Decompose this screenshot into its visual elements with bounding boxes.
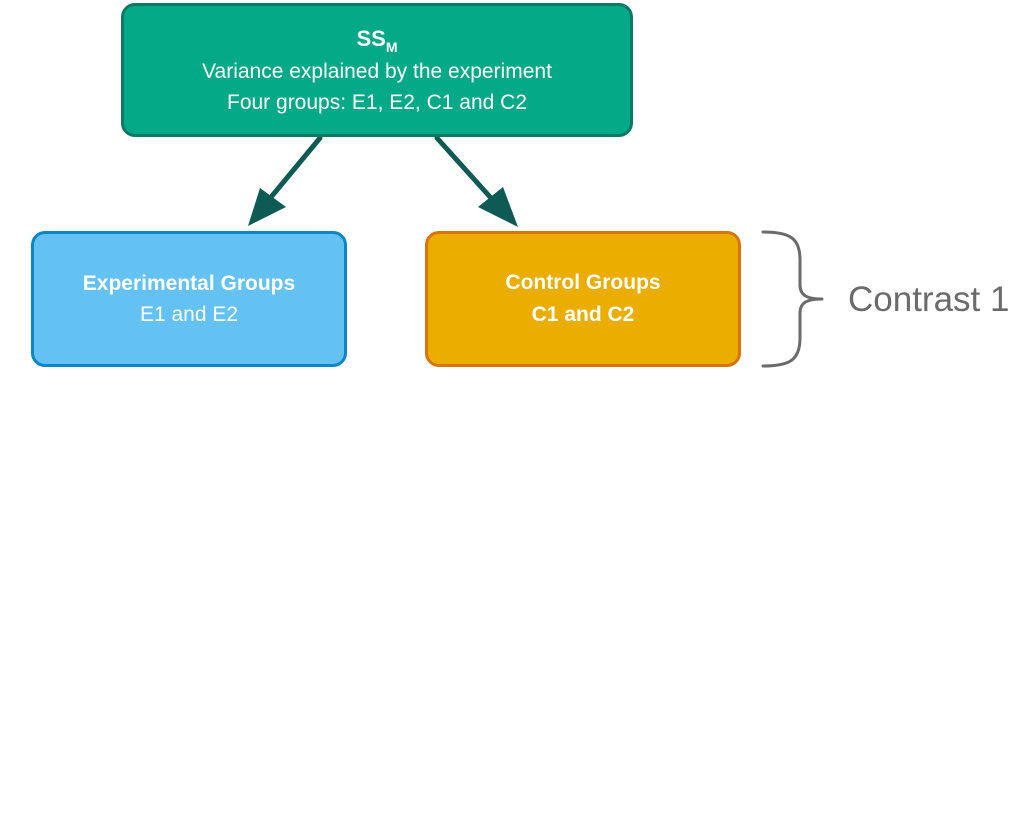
experimental-groups-title: Experimental Groups	[82, 272, 296, 295]
control-groups-title: Control Groups	[505, 271, 661, 294]
experimental-groups-subtitle: E1 and E2	[139, 303, 239, 326]
control-groups-subtitle: C1 and C2	[531, 303, 635, 326]
arrow-to-experimental	[248, 135, 323, 226]
ssm-line-groups: Four groups: E1, E2, C1 and C2	[227, 91, 527, 114]
contrast-label: Contrast 1	[848, 280, 1010, 319]
ssm-title-main: SS	[356, 26, 386, 51]
arrow-to-control	[434, 135, 518, 227]
ssm-title-subscript: M	[385, 39, 398, 55]
contrast-brace	[761, 230, 824, 368]
experimental-groups-node: Experimental Groups E1 and E2	[31, 231, 347, 367]
ssm-node: SSM Variance explained by the experiment…	[121, 3, 633, 137]
control-groups-node: Control Groups C1 and C2	[425, 231, 741, 367]
ssm-title: SSM	[356, 24, 397, 54]
ssm-line-variance: Variance explained by the experiment	[202, 60, 552, 83]
